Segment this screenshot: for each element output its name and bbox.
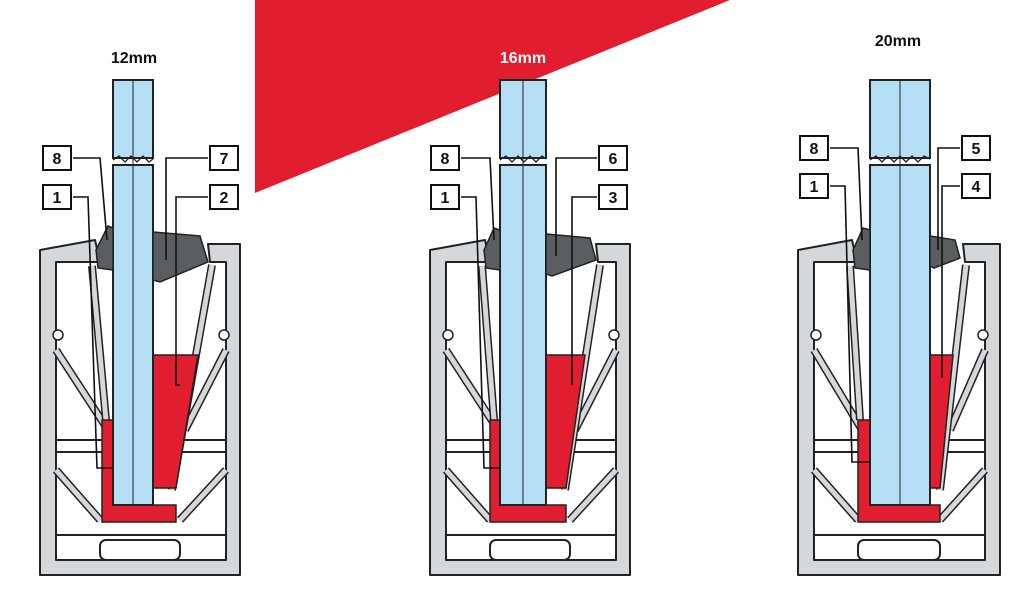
diagram-title: 20mm xyxy=(875,33,921,50)
callout-7: 7 xyxy=(209,145,239,171)
callout-2: 2 xyxy=(209,184,239,210)
callout-5: 5 xyxy=(961,135,991,161)
callout-1: 1 xyxy=(430,184,460,210)
right-gasket xyxy=(545,233,597,277)
left-gasket xyxy=(95,225,114,271)
glass-panel xyxy=(499,79,547,506)
glass-panel xyxy=(112,79,154,506)
callout-4: 4 xyxy=(961,173,991,199)
right-gasket xyxy=(152,231,209,283)
callout-8: 8 xyxy=(799,135,829,161)
svg-text:1: 1 xyxy=(810,179,819,196)
leader-lines xyxy=(461,157,597,469)
callout-1: 1 xyxy=(799,173,829,199)
left-gasket xyxy=(483,227,501,271)
callout-8: 8 xyxy=(42,145,72,171)
svg-text:4: 4 xyxy=(972,179,981,196)
svg-text:6: 6 xyxy=(609,151,618,168)
red-accent-banner xyxy=(255,0,730,193)
leader-lines xyxy=(73,157,208,469)
svg-text:7: 7 xyxy=(220,151,229,168)
svg-text:8: 8 xyxy=(53,151,62,168)
svg-text:5: 5 xyxy=(972,141,981,158)
callout-6: 6 xyxy=(598,145,628,171)
right-gasket xyxy=(929,235,961,269)
diagram-title: 12mm xyxy=(111,50,157,67)
svg-text:1: 1 xyxy=(53,190,62,207)
svg-text:1: 1 xyxy=(441,190,450,207)
diagram-16mm: 16mm xyxy=(429,50,631,576)
leader-lines xyxy=(830,147,960,463)
svg-text:8: 8 xyxy=(810,141,819,158)
callout-1: 1 xyxy=(42,184,72,210)
glass-panel xyxy=(869,79,931,506)
callout-3: 3 xyxy=(598,184,628,210)
svg-text:2: 2 xyxy=(220,190,229,207)
diagram-20mm: 20mm xyxy=(797,33,1001,576)
diagram-12mm: 12mm xyxy=(39,50,241,576)
svg-text:3: 3 xyxy=(609,190,618,207)
callout-8: 8 xyxy=(430,145,460,171)
diagram-title: 16mm xyxy=(500,50,546,67)
svg-text:8: 8 xyxy=(441,151,450,168)
